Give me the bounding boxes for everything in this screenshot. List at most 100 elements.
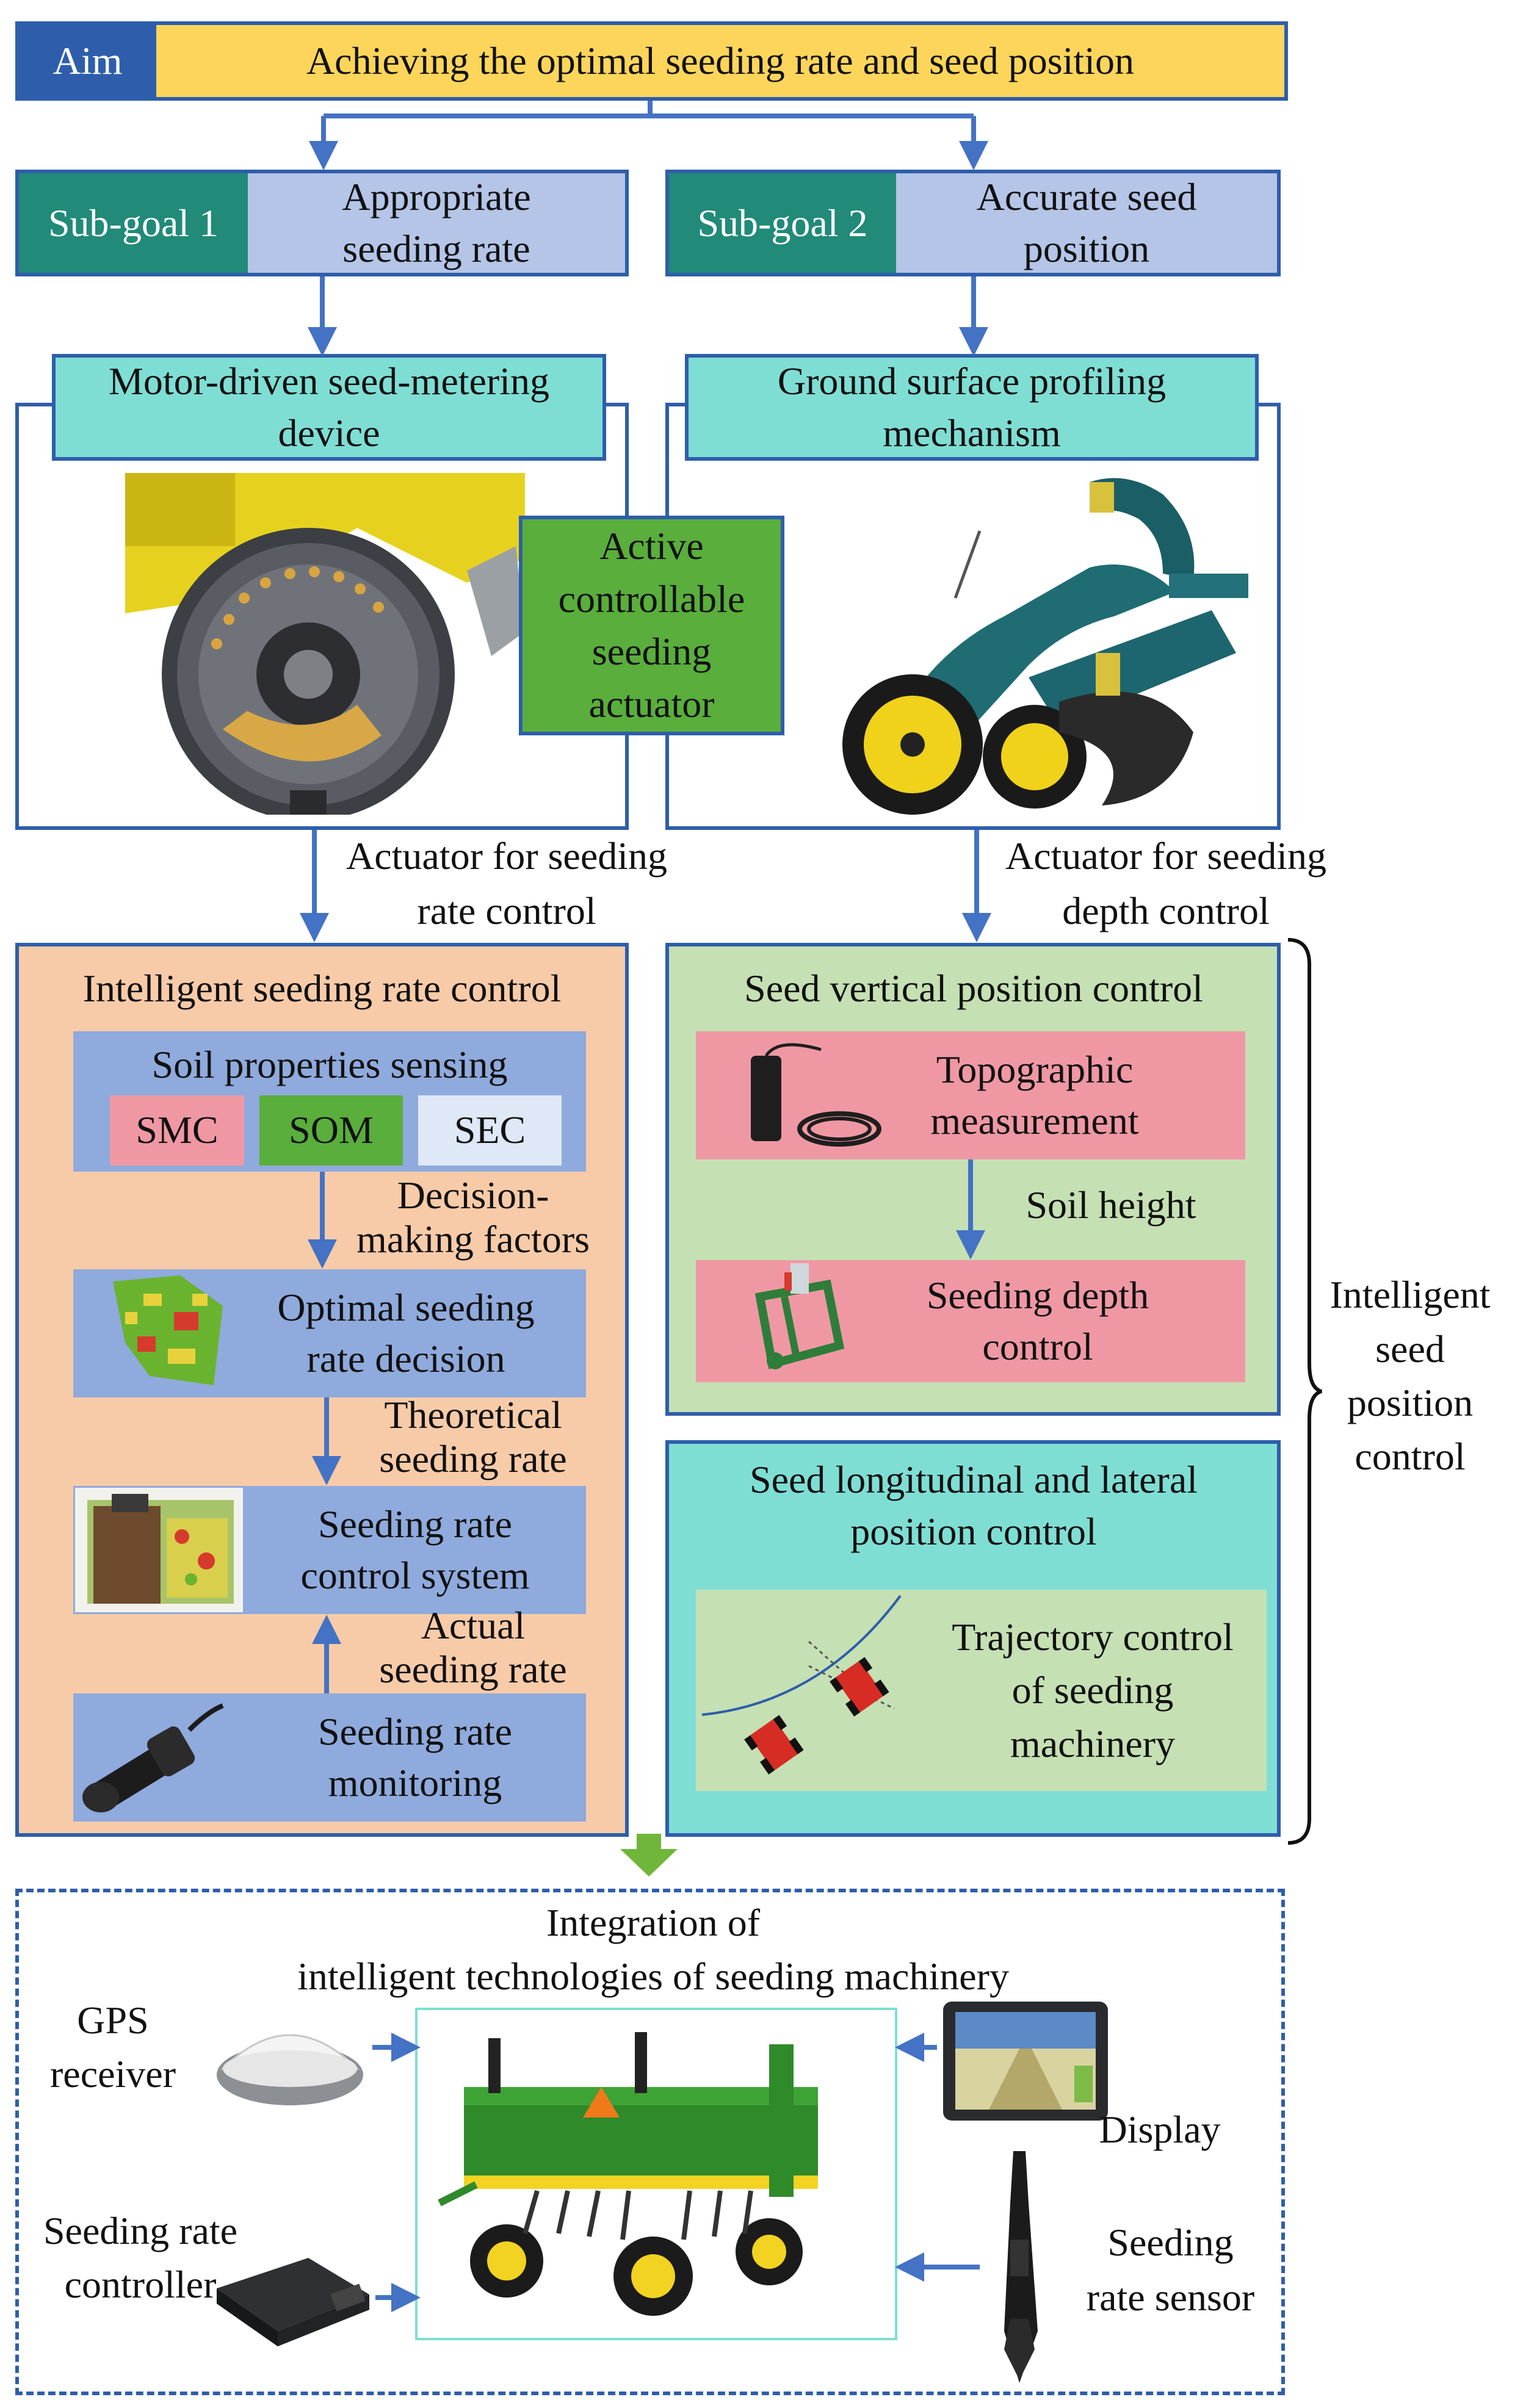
integration-title: Integration of intelligent technologies …	[183, 1895, 1123, 2005]
sensor-line2: rate sensor	[1086, 2276, 1255, 2319]
subgoal-1: Sub-goal 1 Appropriate seeding rate	[15, 170, 629, 276]
topographic-line2: measurement	[930, 1099, 1139, 1142]
display-icon	[943, 2002, 1108, 2121]
subgoal-1-line2: seeding rate	[342, 226, 530, 270]
vertical-control-title: Seed vertical position control	[671, 958, 1276, 1019]
sensor-line1: Seeding	[1107, 2221, 1234, 2265]
motor-driven-metering-device: Motor-driven seed-metering device	[52, 354, 606, 461]
curly-brace	[1287, 938, 1323, 1845]
gps-line1: GPS	[77, 1998, 149, 2042]
lateral-title-line2: position control	[850, 1509, 1097, 1553]
control-system-line2: control system	[300, 1554, 530, 1597]
trajectory-icon	[701, 1595, 902, 1775]
decision-factors-line2: making factors	[356, 1217, 590, 1261]
display-text: Display	[1099, 2107, 1221, 2151]
optimal-decision-line2: rate decision	[306, 1337, 505, 1380]
right-device-line1: Ground surface profiling	[777, 359, 1167, 403]
trajectory-line1: Trajectory control	[952, 1615, 1234, 1659]
gps-line2: receiver	[49, 2052, 176, 2096]
seed-sensor-tube-icon	[1004, 2151, 1038, 2383]
aim-bar: Aim Achieving the optimal seeding rate a…	[15, 21, 1288, 101]
depth-control-line1: Seeding depth	[926, 1273, 1149, 1317]
ground-profiling-image	[842, 478, 1248, 815]
actual-rate-label: Actual seeding rate	[333, 1602, 613, 1693]
seed-sensor-label: Seeding rate sensor	[1059, 2209, 1282, 2331]
subgoal-2-line2: position	[1023, 226, 1150, 270]
som-text: SOM	[289, 1108, 374, 1152]
prescription-map-icon	[113, 1275, 223, 1385]
actual-line1: Actual	[421, 1604, 526, 1648]
som-badge: SOM	[259, 1095, 403, 1166]
monitoring-line1: Seeding rate	[317, 1709, 513, 1753]
subgoal-2-tag: Sub-goal 2	[669, 173, 896, 273]
sec-badge: SEC	[418, 1095, 562, 1166]
rate-actuator-line1: Actuator for seeding	[345, 834, 668, 878]
control-system-line1: Seeding rate	[317, 1502, 513, 1546]
integration-title-line2: intelligent technologies of seeding mach…	[297, 1955, 1009, 1998]
brace-line4: control	[1355, 1435, 1466, 1479]
controller-line1: Seeding rate	[43, 2208, 238, 2252]
rate-controller-icon	[217, 2258, 369, 2346]
subgoal-2-tag-text: Sub-goal 2	[697, 201, 868, 245]
soil-sensing-title: Soil properties sensing	[73, 1034, 586, 1095]
rate-actuator-line2: rate control	[417, 889, 596, 932]
controller-line2: controller	[64, 2263, 217, 2306]
aim-text-label: Achieving the optimal seeding rate and s…	[306, 39, 1135, 82]
control-system-text: Seeding rate control system	[247, 1486, 583, 1614]
seed-position-control-label: Intelligent seed position control	[1306, 1263, 1514, 1489]
left-device-line2: device	[278, 411, 380, 455]
soil-sensing-title-text: Soil properties sensing	[151, 1042, 508, 1086]
gps-receiver-icon	[217, 2034, 363, 2105]
controller-label: Seeding rate controller	[18, 2203, 262, 2313]
rate-actuator-label: Actuator for seeding rate control	[314, 827, 699, 940]
depth-actuator-line2: depth control	[1062, 889, 1270, 932]
subgoal-1-line1: Appropriate	[342, 175, 531, 219]
actuator-line4: actuator	[588, 682, 715, 726]
control-system-icon	[75, 1488, 243, 1612]
lateral-control-title: Seed longitudinal and lateral position c…	[671, 1449, 1276, 1562]
rate-control-title-text: Intelligent seeding rate control	[82, 966, 562, 1010]
actuator-line3: seeding	[591, 630, 712, 673]
aim-tag-text: Aim	[52, 39, 123, 82]
optimal-decision-line1: Optimal seeding	[277, 1285, 535, 1329]
decision-factors-label: Decision- making factors	[333, 1172, 613, 1263]
topographic-text: Topographic measurement	[867, 1031, 1203, 1159]
depth-actuator-line1: Actuator for seeding	[1005, 834, 1327, 878]
subgoal-2-text: Accurate seed position	[896, 173, 1277, 273]
smc-badge: SMC	[110, 1095, 244, 1166]
depth-control-line2: control	[982, 1325, 1093, 1368]
brace-line2: seed	[1375, 1327, 1445, 1371]
topographic-line1: Topographic	[936, 1047, 1134, 1091]
monitoring-line2: monitoring	[328, 1761, 502, 1804]
trajectory-line3: machinery	[1010, 1721, 1176, 1765]
subgoal-1-text: Appropriate seeding rate	[248, 173, 625, 273]
depth-control-text: Seeding depth control	[867, 1260, 1209, 1382]
display-label: Display	[1068, 2099, 1251, 2160]
active-seeding-actuator: Active controllable seeding actuator	[519, 516, 784, 735]
soil-height-label: Soil height	[989, 1175, 1233, 1236]
actuator-line2: controllable	[558, 577, 745, 621]
right-device-line2: mechanism	[883, 411, 1061, 455]
aim-tag: Aim	[19, 25, 156, 97]
integration-panel	[15, 1889, 1285, 2395]
theoretical-rate-label: Theoretical seeding rate	[333, 1391, 613, 1483]
decision-factors-line1: Decision-	[397, 1173, 549, 1217]
aim-text: Achieving the optimal seeding rate and s…	[156, 25, 1284, 97]
left-device-line1: Motor-driven seed-metering	[108, 359, 550, 403]
soil-height-text: Soil height	[1026, 1183, 1196, 1227]
monitoring-text: Seeding rate monitoring	[247, 1693, 583, 1822]
depth-mechanism-icon	[754, 1263, 845, 1369]
seed-sensor-icon	[82, 1703, 224, 1812]
lateral-title-line1: Seed longitudinal and lateral	[750, 1458, 1198, 1502]
subgoal-1-tag: Sub-goal 1	[19, 173, 248, 273]
brace-line1: Intelligent	[1329, 1273, 1491, 1317]
topographic-sensor-icon	[751, 1043, 881, 1147]
subgoal-2: Sub-goal 2 Accurate seed position	[665, 170, 1281, 276]
smc-text: SMC	[136, 1108, 219, 1152]
actuator-line1: Active	[599, 524, 704, 568]
theoretical-line1: Theoretical	[384, 1393, 562, 1437]
integration-title-line1: Integration of	[546, 1900, 761, 1944]
topographic-box	[696, 1031, 1245, 1159]
depth-actuator-label: Actuator for seeding depth control	[971, 827, 1361, 940]
